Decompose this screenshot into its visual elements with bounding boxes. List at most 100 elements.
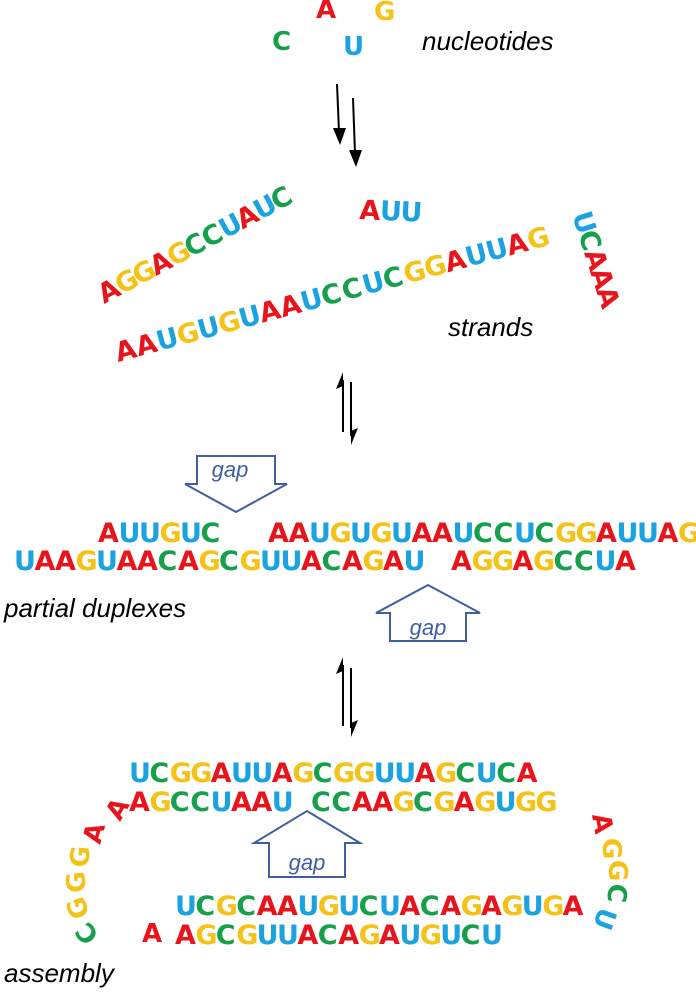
base-u: U	[129, 758, 151, 789]
base-a: A	[289, 518, 310, 549]
base-g: G	[353, 758, 375, 789]
base-a: A	[440, 891, 461, 922]
base-c: C	[195, 891, 215, 922]
base-c: C	[455, 758, 475, 789]
base-a: A	[379, 920, 400, 951]
base-u: U	[281, 546, 303, 577]
base-g: G	[374, 0, 395, 27]
base-g: G	[420, 920, 442, 951]
base-g: G	[555, 518, 577, 549]
base-g: G	[535, 787, 557, 818]
base-c: C	[496, 758, 516, 789]
base-g: G	[472, 546, 494, 577]
base-g: G	[501, 891, 523, 922]
base-g: G	[318, 891, 340, 922]
base-g: G	[371, 518, 393, 549]
base-a: A	[481, 891, 502, 922]
base-u: U	[96, 546, 118, 577]
base-u: U	[139, 518, 161, 549]
base-a: A	[98, 518, 119, 549]
label-strands: strands	[448, 312, 533, 342]
base-g: G	[542, 891, 564, 922]
base-u: U	[231, 758, 253, 789]
base-a: A	[117, 546, 138, 577]
base-c: C	[331, 787, 351, 818]
base-c: C	[170, 787, 190, 818]
base-a: A	[412, 518, 433, 549]
base-a: A	[257, 891, 278, 922]
equilibrium-arrow-1	[336, 372, 358, 445]
base-u: U	[514, 518, 536, 549]
base-g: G	[292, 758, 314, 789]
base-c: C	[322, 546, 342, 577]
base-u: U	[522, 891, 544, 922]
base-g: G	[240, 546, 262, 577]
gap-label-3: gap	[289, 850, 326, 875]
base-a: A	[175, 920, 196, 951]
base-u: U	[343, 32, 364, 62]
base-g: G	[76, 546, 98, 577]
base-g: G	[330, 518, 352, 549]
base-a: A	[78, 820, 112, 847]
base-g: G	[435, 758, 457, 789]
base-c: C	[219, 546, 239, 577]
base-a: A	[277, 891, 298, 922]
base-g: G	[433, 787, 455, 818]
base-g: G	[596, 838, 626, 859]
base-c: C	[359, 891, 379, 922]
base-u: U	[379, 891, 401, 922]
base-a: A	[415, 758, 436, 789]
base-u: U	[399, 920, 421, 951]
base-a: A	[231, 787, 252, 818]
base-a: A	[342, 546, 363, 577]
base-u: U	[277, 920, 299, 951]
base-c: C	[149, 758, 169, 789]
base-c: C	[413, 787, 433, 818]
forward-arrows	[333, 83, 362, 167]
base-g: G	[236, 920, 258, 951]
base-g: G	[474, 787, 496, 818]
base-u: U	[476, 758, 498, 789]
base-g: G	[576, 518, 598, 549]
base-u: U	[338, 891, 360, 922]
base-g: G	[170, 758, 192, 789]
base-a: A	[268, 518, 289, 549]
base-u: U	[617, 518, 639, 549]
gap-arrow-up-2: gap	[250, 809, 364, 878]
base-g: G	[160, 518, 182, 549]
base-u: U	[119, 518, 141, 549]
base-g: G	[363, 546, 385, 577]
strand-auu: AUU	[359, 195, 424, 229]
base-g: G	[359, 920, 381, 951]
gap-label-2: gap	[410, 615, 447, 640]
equilibrium-arrow-2	[336, 657, 358, 737]
base-u: U	[440, 920, 462, 951]
base-g: G	[461, 891, 483, 922]
base-u: U	[180, 518, 202, 549]
base-u: U	[495, 787, 517, 818]
base-u: U	[400, 197, 424, 229]
base-a: A	[432, 518, 453, 549]
base-a: A	[359, 195, 382, 227]
base-c: C	[318, 920, 338, 951]
base-u: U	[391, 518, 413, 549]
base-u: U	[260, 546, 282, 577]
base-u: U	[14, 546, 36, 577]
base-c: C	[313, 758, 333, 789]
base-a: A	[596, 518, 617, 549]
base-c: C	[190, 787, 210, 818]
base-a: A	[517, 758, 538, 789]
base-a: A	[178, 546, 199, 577]
base-a: A	[352, 787, 373, 818]
base-u: U	[595, 546, 617, 577]
base-c: C	[311, 787, 331, 818]
